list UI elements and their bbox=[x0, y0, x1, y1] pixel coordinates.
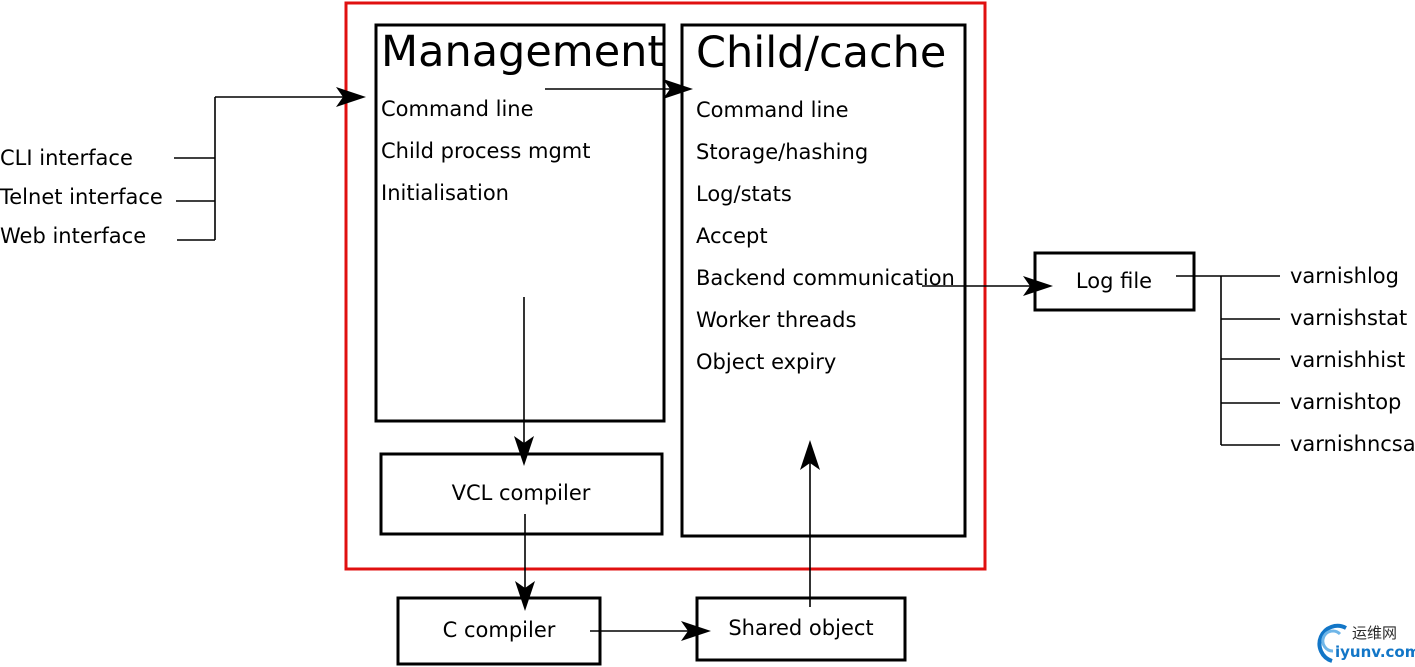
watermark-en-text: iyunv.com bbox=[1335, 643, 1415, 661]
vcl-compiler-label: VCL compiler bbox=[452, 481, 591, 505]
tool-label: varnishhist bbox=[1290, 348, 1405, 372]
shared-object-to-child-arrow bbox=[800, 440, 820, 607]
tool-label: varnishtop bbox=[1290, 390, 1401, 414]
arrowhead bbox=[1023, 276, 1053, 296]
interface-label: CLI interface bbox=[0, 146, 133, 170]
management-item: Command line bbox=[381, 97, 534, 121]
tool-label: varnishncsa bbox=[1290, 432, 1415, 456]
child-item: Worker threads bbox=[696, 308, 856, 332]
log-tools-connector bbox=[1176, 275, 1280, 446]
arrowhead bbox=[336, 87, 366, 107]
child-item: Accept bbox=[696, 224, 768, 248]
tool-label: varnishlog bbox=[1290, 264, 1399, 288]
interfaces-connector bbox=[174, 87, 366, 241]
management-item: Initialisation bbox=[381, 181, 509, 205]
interface-label: Web interface bbox=[0, 224, 146, 248]
watermark-cn-text: 运维网 bbox=[1352, 624, 1397, 642]
arrowhead bbox=[800, 440, 820, 470]
management-box bbox=[374, 23, 666, 423]
management-title: Management bbox=[381, 27, 664, 77]
child-cache-title: Child/cache bbox=[696, 28, 946, 78]
watermark-logo: 运维网 iyunv.com bbox=[1317, 623, 1415, 663]
vcl-to-c-compiler-arrow bbox=[515, 514, 535, 611]
watermark-swirl-icon bbox=[1317, 623, 1347, 663]
arrowhead bbox=[681, 621, 711, 641]
child-item: Storage/hashing bbox=[696, 140, 868, 164]
management-item: Child process mgmt bbox=[381, 139, 591, 163]
c-compiler-to-shared-object-arrow bbox=[590, 621, 711, 641]
child-item: Log/stats bbox=[696, 182, 792, 206]
c-compiler-label: C compiler bbox=[443, 618, 556, 642]
arrowhead bbox=[663, 79, 693, 99]
management-to-vcl-arrow bbox=[514, 297, 534, 466]
log-file-label: Log file bbox=[1076, 269, 1152, 293]
child-item: Command line bbox=[696, 98, 849, 122]
tool-label: varnishstat bbox=[1290, 306, 1407, 330]
arrowhead bbox=[515, 581, 535, 611]
child-item: Backend communication bbox=[696, 266, 955, 290]
child-item: Object expiry bbox=[696, 350, 836, 374]
interface-label: Telnet interface bbox=[0, 185, 163, 209]
child-cache-box bbox=[680, 23, 967, 538]
management-to-child-arrow bbox=[545, 79, 693, 99]
child-to-log-file-arrow bbox=[922, 276, 1053, 296]
arrowhead bbox=[514, 436, 534, 466]
shared-object-label: Shared object bbox=[728, 616, 873, 640]
